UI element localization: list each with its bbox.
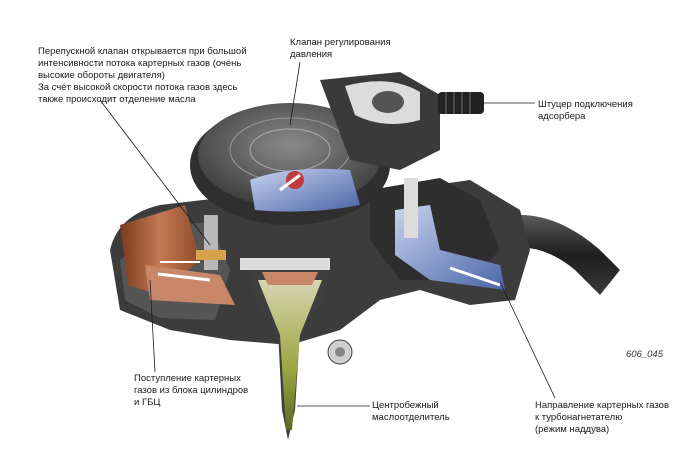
label-line: (режим наддува)	[535, 424, 610, 435]
right-valve-chamber	[370, 178, 505, 290]
label-gas-inlet: Поступление картерных газов из блока цил…	[134, 373, 248, 409]
label-line: высокие обороты двигателя)	[38, 70, 165, 81]
label-centrifugal-separator: Центробежный маслоотделитель	[372, 400, 450, 424]
figure-id: 606_045	[626, 349, 663, 360]
label-bypass-valve: Перепускной клапан открывается при больш…	[38, 46, 247, 106]
label-line: За счёт высокой скорости потока газов зд…	[38, 82, 238, 93]
label-gas-direction: Направление картерных газов к турбонагне…	[535, 400, 669, 436]
inlet-channel	[120, 205, 235, 305]
bypass-valve	[196, 215, 226, 270]
leader-inlet	[149, 279, 156, 373]
label-line: интенсивности потока картерных газов (оч…	[38, 58, 242, 69]
label-line: давления	[290, 49, 333, 60]
label-line: и ГБЦ	[134, 397, 161, 408]
leader-direction	[499, 281, 556, 399]
label-line: к турбонагнетателю	[535, 412, 623, 423]
label-line: Направление картерных газов	[535, 400, 669, 411]
label-line: маслоотделитель	[372, 412, 450, 423]
label-line: Перепускной клапан открывается при больш…	[38, 46, 247, 57]
valve-cover	[190, 103, 390, 225]
label-pressure-valve: Клапан регулирования давления	[290, 37, 391, 61]
label-adsorber-fitting: Штуцер подключения адсорбера	[538, 99, 633, 123]
top-bracket	[320, 72, 440, 170]
centrifugal-separator	[240, 258, 353, 440]
label-line: Поступление картерных	[134, 373, 241, 384]
label-line: Штуцер подключения	[538, 99, 633, 110]
leader-valve	[289, 61, 301, 126]
leader-bypass	[99, 99, 211, 246]
leader-lines	[99, 61, 556, 407]
label-line: адсорбера	[538, 111, 586, 122]
adsorber-fitting	[438, 92, 484, 114]
label-line: газов из блока цилиндров	[134, 385, 249, 396]
hose-right	[515, 215, 620, 295]
label-line: Центробежный	[372, 400, 439, 411]
label-line: также происходит отделение масла	[38, 94, 196, 105]
label-line: Клапан регулирования	[290, 37, 391, 48]
